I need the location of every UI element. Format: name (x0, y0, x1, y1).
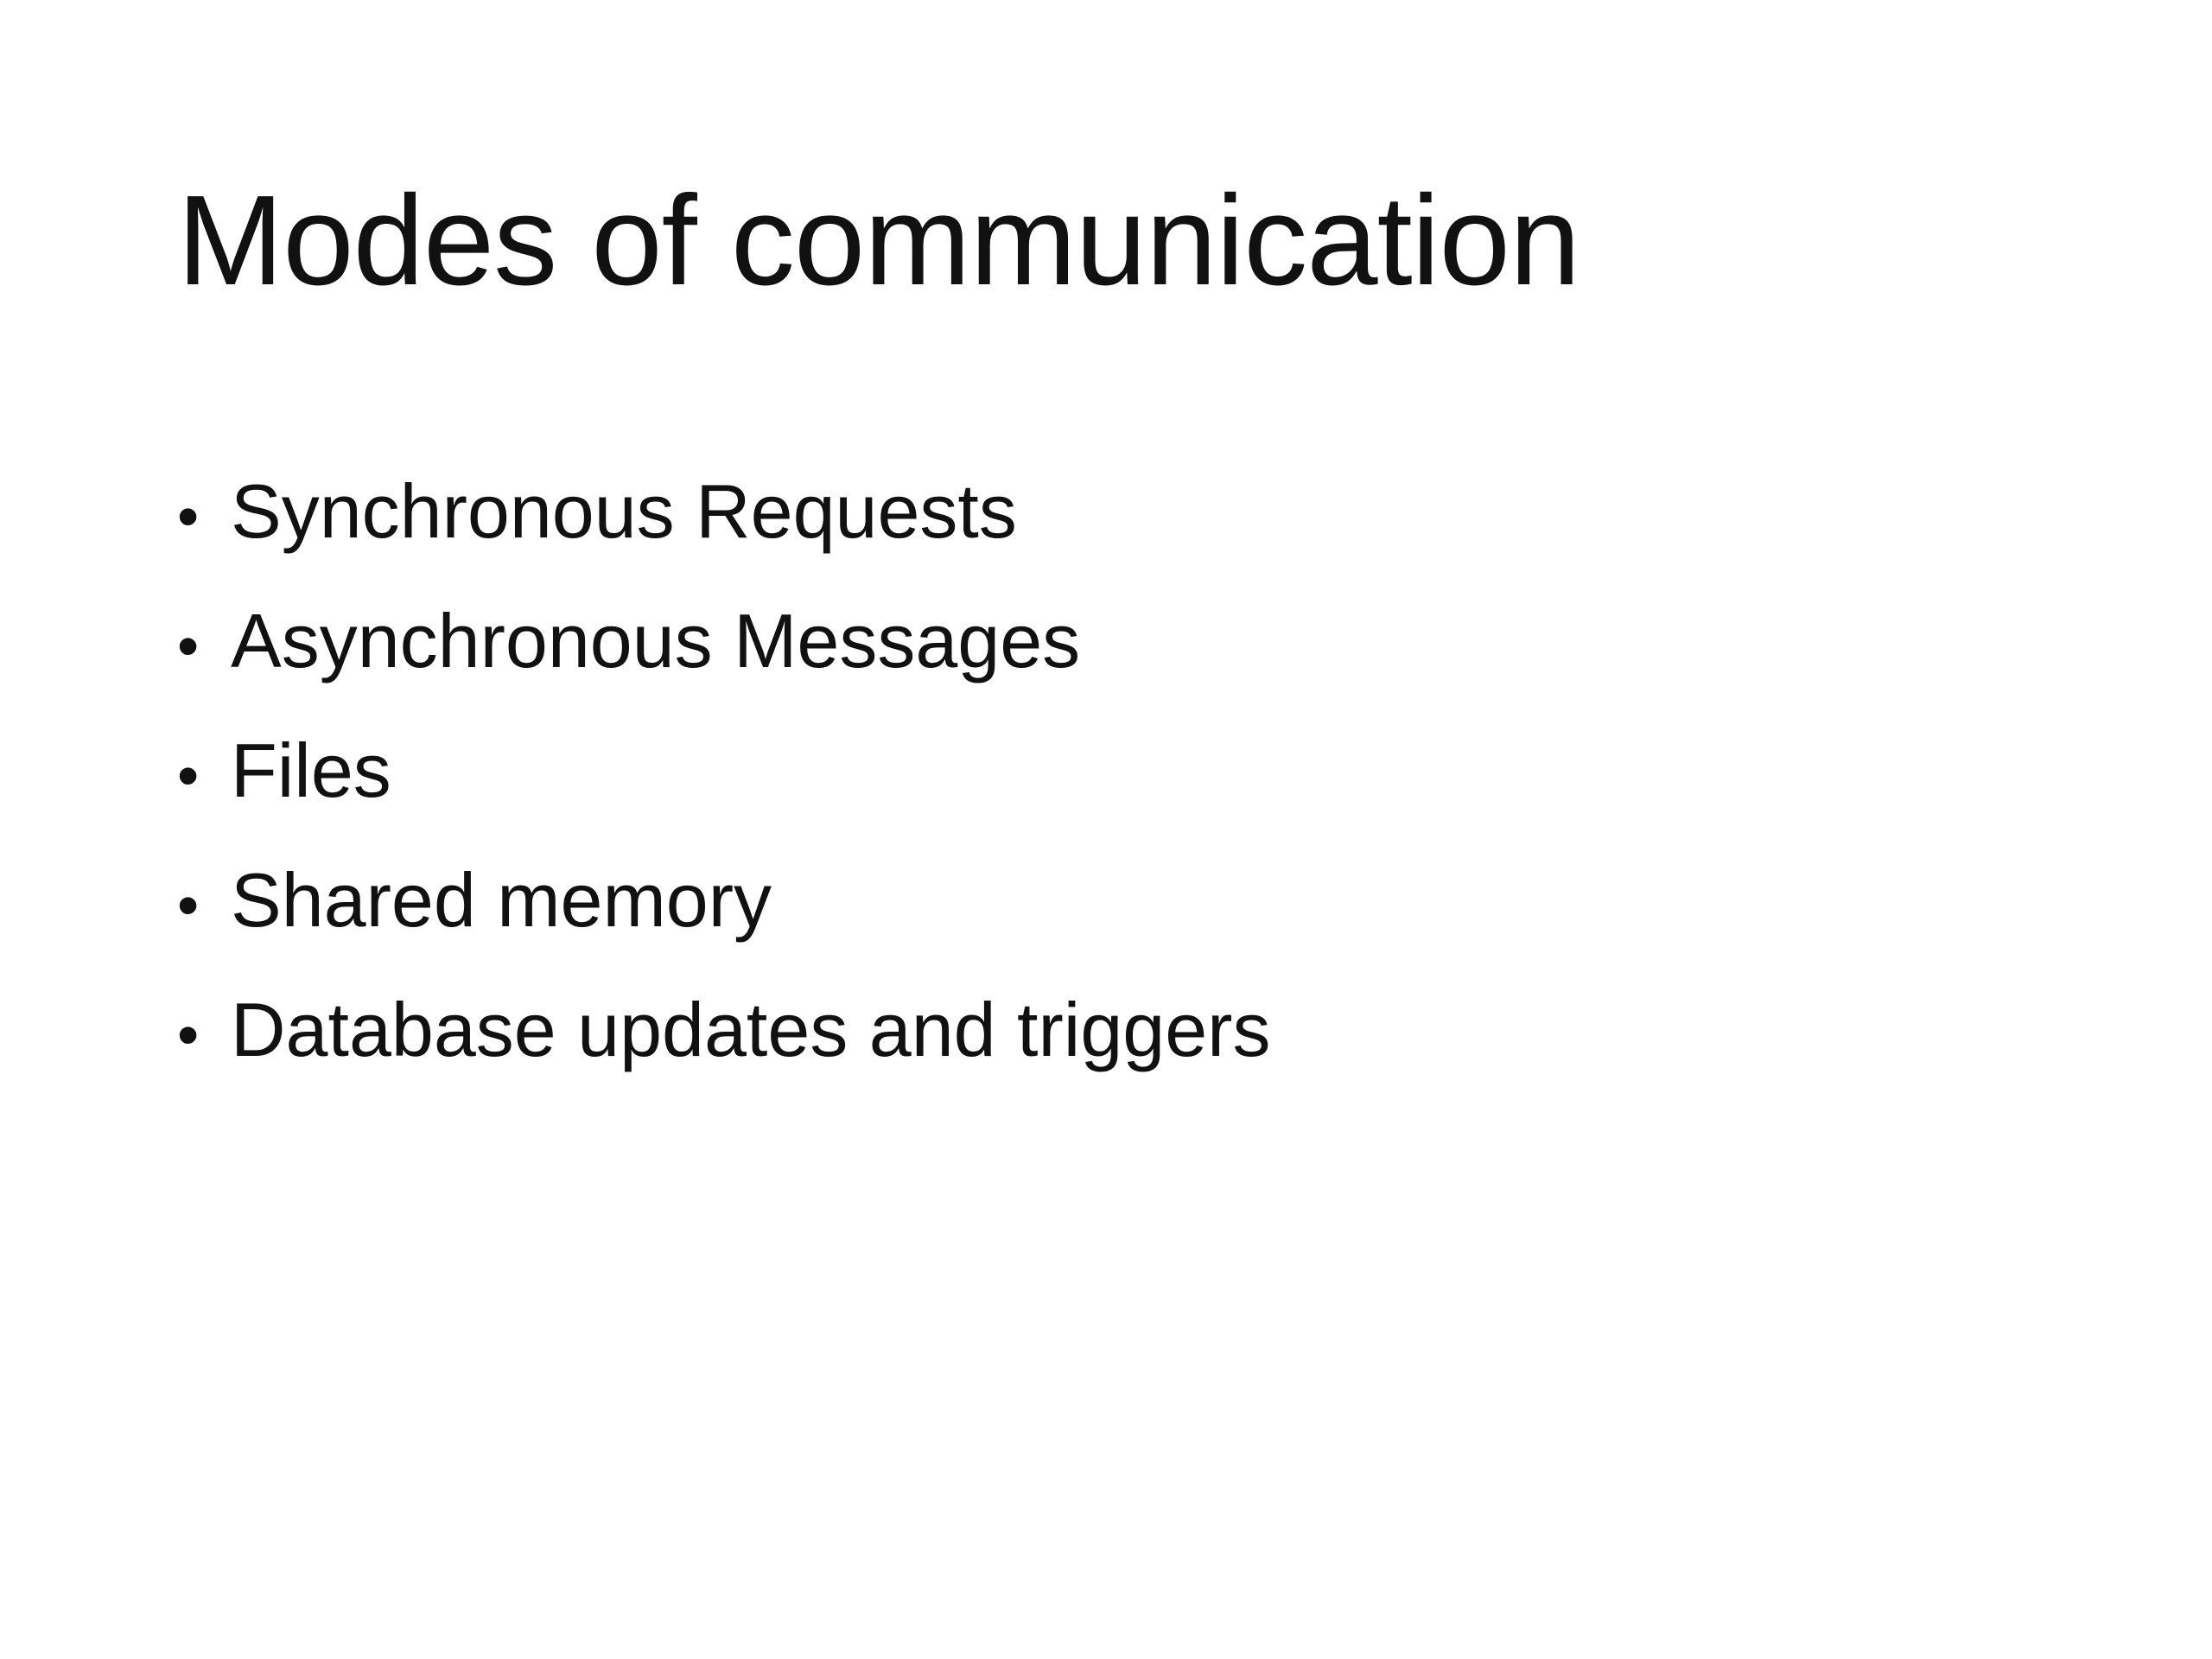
list-item: • Files (177, 709, 1270, 838)
list-item: • Database updates and triggers (177, 968, 1270, 1097)
bullet-icon: • (177, 612, 200, 681)
bullet-text: Database updates and triggers (231, 987, 1271, 1072)
bullet-text: Synchronous Requests (231, 468, 1017, 554)
list-item: • Synchronous Requests (177, 449, 1270, 579)
list-item: • Shared memory (177, 838, 1270, 968)
bullet-text: Asynchronous Messages (231, 598, 1081, 683)
bullet-text: Files (231, 728, 391, 813)
bullet-icon: • (177, 482, 200, 551)
bullet-icon: • (177, 1001, 200, 1070)
slide-title: Modes of communication (177, 169, 1580, 312)
list-item: • Asynchronous Messages (177, 579, 1270, 709)
bullet-list: • Synchronous Requests • Asynchronous Me… (177, 449, 1270, 1097)
bullet-icon: • (177, 871, 200, 940)
bullet-text: Shared memory (231, 857, 772, 943)
bullet-icon: • (177, 741, 200, 810)
